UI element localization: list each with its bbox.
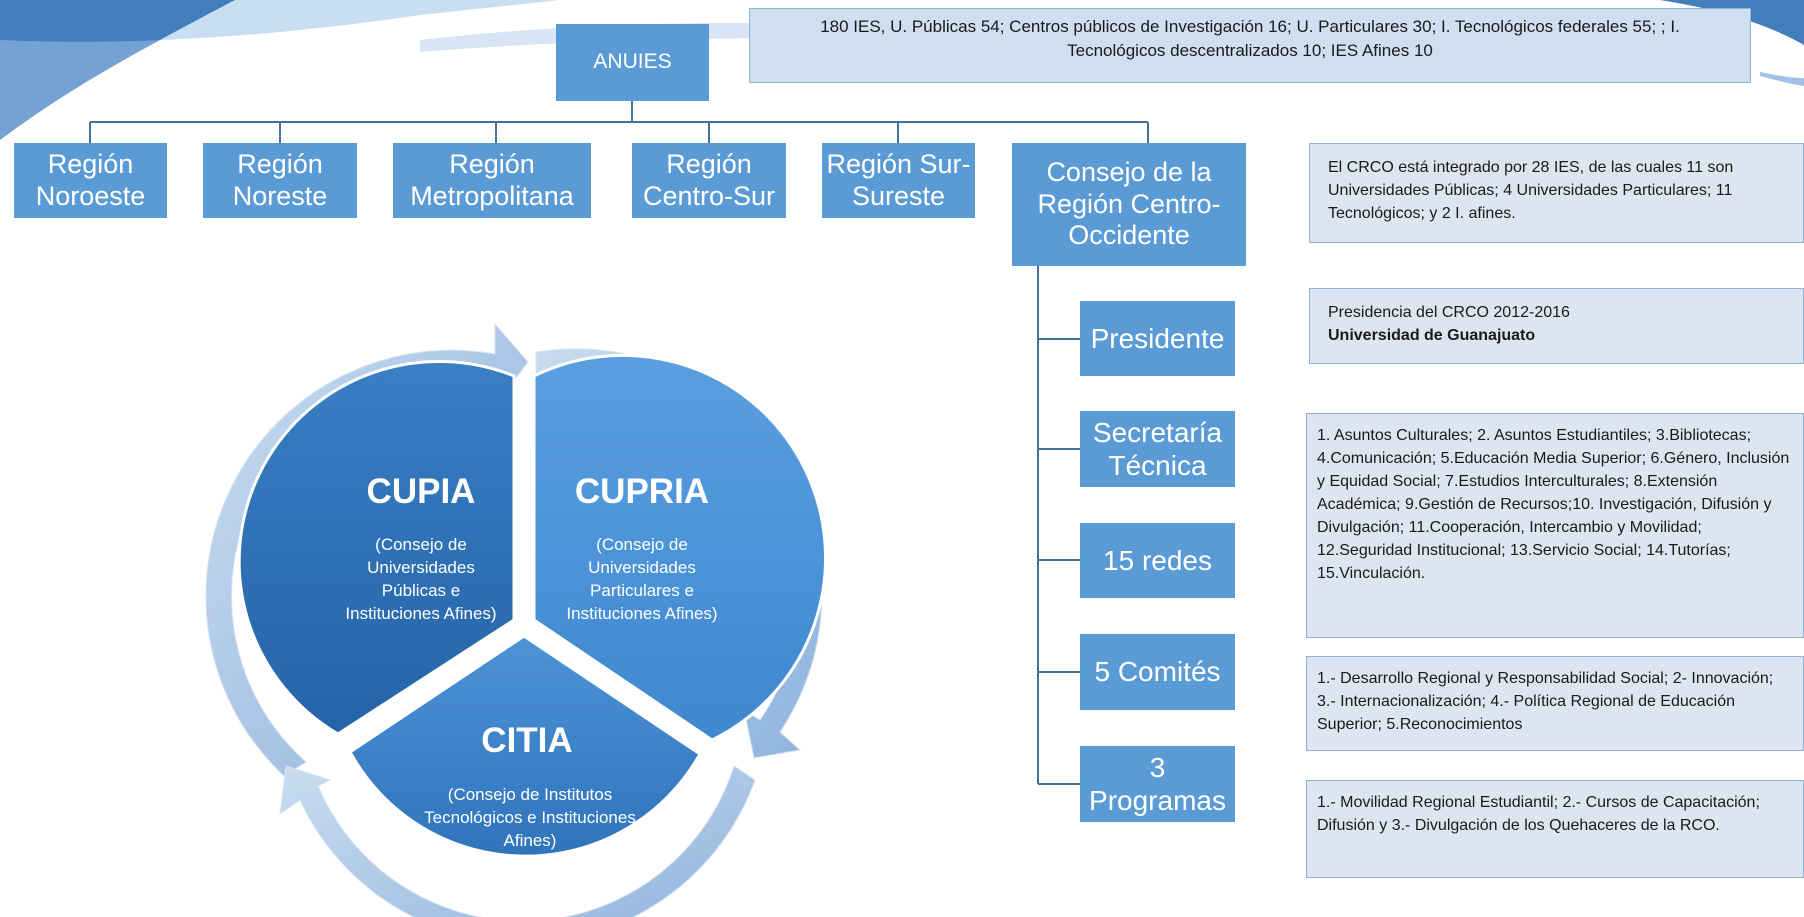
cupia-sub-2: Universidades	[367, 558, 475, 577]
cupria-sub-2: Universidades	[588, 558, 696, 577]
cupia-sub-4: Instituciones Afines)	[345, 604, 496, 623]
cupia-title: CUPIA	[367, 472, 476, 511]
crco-note: El CRCO está integrado por 28 IES, de la…	[1309, 143, 1804, 243]
anuies-box: ANUIES	[556, 24, 709, 101]
comites-box: 5 Comités	[1080, 634, 1235, 710]
comites-note-text: 1.- Desarrollo Regional y Responsabilida…	[1317, 670, 1774, 733]
programas-note: 1.- Movilidad Regional Estudiantil; 2.- …	[1306, 780, 1804, 878]
anuies-label: ANUIES	[593, 50, 672, 74]
redes-box: 15 redes	[1080, 523, 1235, 598]
region-noroeste: Región Noroeste	[14, 143, 167, 218]
region-noroeste-label: Región Noroeste	[35, 148, 146, 211]
programas-note-text: 1.- Movilidad Regional Estudiantil; 2.- …	[1317, 794, 1760, 834]
region-sur-sureste: Región Sur-Sureste	[822, 143, 975, 218]
citia-title: CITIA	[481, 721, 572, 760]
programas-box: 3 Programas	[1080, 746, 1235, 822]
region-sur-sureste-label: Región Sur-Sureste	[826, 148, 971, 211]
citia-sub-2: Tecnológicos e Instituciones	[424, 808, 636, 827]
right-swoosh	[1760, 72, 1804, 86]
redes-note-text: 1. Asuntos Culturales; 2. Asuntos Estudi…	[1317, 427, 1790, 582]
crco-box: Consejo de la Región Centro-Occidente	[1012, 143, 1246, 266]
region-centro-sur-label: Región Centro-Sur	[642, 148, 776, 211]
secretaria-tecnica-box: Secretaría Técnica	[1080, 411, 1235, 487]
citia-sector	[348, 634, 702, 858]
anuies-note: 180 IES, U. Públicas 54; Centros público…	[749, 8, 1751, 83]
top-left-swoosh-light	[0, 0, 560, 140]
crco-label: Consejo de la Región Centro-Occidente	[1037, 156, 1221, 251]
presidente-label: Presidente	[1090, 322, 1225, 354]
cupria-sub-1: (Consejo de	[596, 535, 688, 554]
region-metropolitana: Región Metropolitana	[393, 143, 591, 218]
cupia-sub-1: (Consejo de	[375, 535, 467, 554]
anuies-note-text: 180 IES, U. Públicas 54; Centros público…	[820, 17, 1680, 60]
presidente-note: Presidencia del CRCO 2012-2016 Universid…	[1309, 288, 1804, 364]
top-right-swoosh	[1660, 0, 1804, 45]
citia-sub-1: (Consejo de Institutos	[448, 785, 612, 804]
redes-note: 1. Asuntos Culturales; 2. Asuntos Estudi…	[1306, 413, 1804, 638]
cupria-title: CUPRIA	[575, 472, 709, 511]
region-noreste-label: Región Noreste	[232, 148, 328, 211]
ring-arrow-citia	[279, 765, 756, 917]
presidente-note-line1: Presidencia del CRCO 2012-2016	[1328, 304, 1570, 321]
region-noreste: Región Noreste	[203, 143, 357, 218]
citia-sub-3: Afines)	[504, 831, 557, 850]
cupia-sector	[237, 360, 516, 736]
cupria-sector	[532, 353, 828, 742]
cupria-sub-4: Instituciones Afines)	[566, 604, 717, 623]
comites-label: 5 Comités	[1094, 656, 1221, 688]
crco-note-text: El CRCO está integrado por 28 IES, de la…	[1328, 159, 1734, 222]
presidente-box: Presidente	[1080, 301, 1235, 376]
programas-label: 3 Programas	[1089, 751, 1226, 816]
region-centro-sur: Región Centro-Sur	[632, 143, 786, 218]
top-left-swoosh	[0, 0, 235, 140]
cupria-sub-3: Particulares e	[590, 581, 694, 600]
secretaria-tecnica-label: Secretaría Técnica	[1092, 416, 1223, 481]
region-metropolitana-label: Región Metropolitana	[410, 148, 574, 211]
comites-note: 1.- Desarrollo Regional y Responsabilida…	[1306, 656, 1804, 751]
redes-label: 15 redes	[1103, 544, 1212, 576]
presidente-note-line2: Universidad de Guanajuato	[1328, 327, 1536, 344]
cupia-sub-3: Públicas e	[382, 581, 460, 600]
